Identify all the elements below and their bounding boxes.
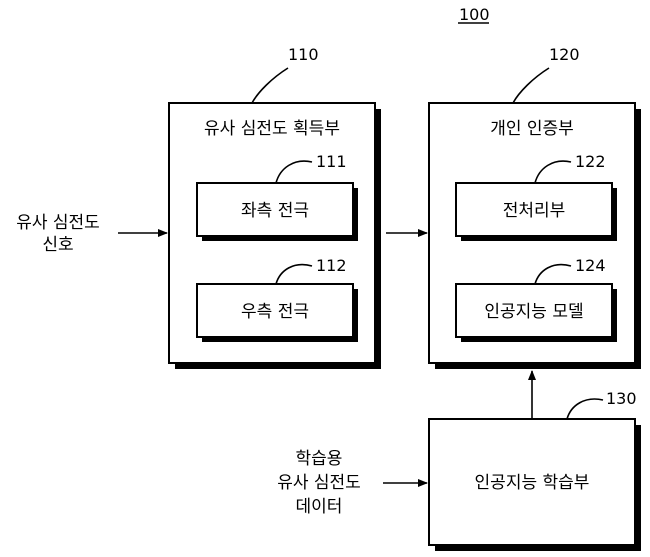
left-electrode-label: 좌측 전극 [241,201,309,221]
figure-ref-number: 100 [459,5,490,24]
right-electrode-block: 우측 전극 [196,283,358,342]
authentication-ref-number: 120 [549,45,580,64]
acquisition-ref-number: 110 [288,45,319,64]
right-electrode-label: 우측 전극 [241,302,309,322]
acquisition-ref-leader [251,67,289,104]
training-data-line2: 유사 심전도 [277,473,361,493]
authentication-block-title: 개인 인증부 [490,119,574,139]
learning-block-frame [428,418,636,546]
right-electrode-frame [196,283,354,338]
training-data-line1: 학습용 [296,449,343,469]
learning-block: 인공지능 학습부 [428,418,641,551]
acquisition-block-title: 유사 심전도 획득부 [204,119,340,139]
ai-model-ref-leader [534,263,572,285]
ai-model-frame [455,283,613,338]
signal-input-line2: 신호 [42,235,73,255]
signal-input-label: 유사 심전도 신호 [16,213,100,255]
left-electrode-ref-number: 111 [316,152,347,171]
preprocessor-block: 전처리부 [455,182,617,241]
preprocessor-ref-number: 122 [575,152,606,171]
training-data-input-label: 학습용 유사 심전도 데이터 [277,449,361,517]
right-electrode-ref-leader [275,263,313,285]
ai-model-block: 인공지능 모델 [455,283,617,342]
ai-model-ref-number: 124 [575,256,606,275]
left-electrode-ref-leader [275,160,313,184]
authentication-ref-leader [512,67,550,104]
training-data-line3: 데이터 [296,497,343,517]
learning-block-label: 인공지능 학습부 [475,473,590,493]
learning-ref-leader [566,398,604,420]
ai-model-label: 인공지능 모델 [484,302,583,322]
left-electrode-frame [196,182,354,237]
preprocessor-label: 전처리부 [503,201,566,221]
preprocessor-frame [455,182,613,237]
signal-input-line1: 유사 심전도 [16,213,100,233]
left-electrode-block: 좌측 전극 [196,182,358,241]
learning-ref-number: 130 [606,389,637,408]
right-electrode-ref-number: 112 [316,256,347,275]
preprocessor-ref-leader [534,160,572,184]
